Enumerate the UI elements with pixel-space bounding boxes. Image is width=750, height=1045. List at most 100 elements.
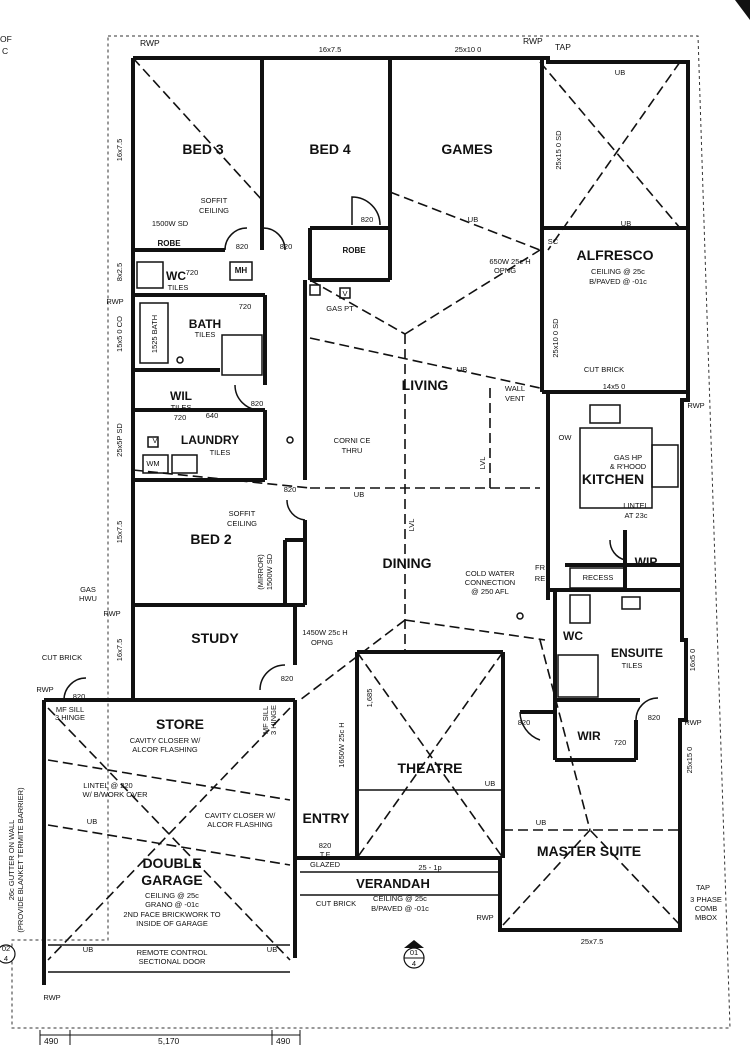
room-master-suite: MASTER SUITE [537,843,641,859]
svg-text:5,170: 5,170 [158,1036,180,1045]
svg-text:TILES: TILES [210,448,231,457]
svg-text:UB: UB [615,68,625,77]
room-games: GAMES [441,141,492,157]
svg-text:AT 23c: AT 23c [624,511,647,520]
svg-text:820: 820 [648,713,661,722]
svg-text:CORNI CE: CORNI CE [334,436,371,445]
svg-text:820: 820 [280,242,293,251]
svg-text:FR: FR [535,563,546,572]
svg-text:720: 720 [614,738,627,747]
svg-text:25x10 0: 25x10 0 [455,45,482,54]
svg-text:HWU: HWU [79,594,97,603]
svg-text:820: 820 [361,215,374,224]
svg-text:GAS PT: GAS PT [326,304,354,313]
svg-text:25x10 0 SD: 25x10 0 SD [551,318,560,358]
svg-text:V: V [152,436,157,445]
fixtures [48,261,679,973]
svg-text:CAVITY CLOSER W/: CAVITY CLOSER W/ [205,811,276,820]
svg-text:1500W SD: 1500W SD [152,219,189,228]
svg-text:LVL: LVL [478,457,487,470]
svg-text:UB: UB [468,215,478,224]
room-kitchen: KITCHEN [582,471,644,487]
bottom-dimension: 490 5,170 490 [39,1030,301,1045]
svg-text:TILES: TILES [168,283,189,292]
svg-text:RWP: RWP [684,718,701,727]
svg-text:UB: UB [267,945,277,954]
room-theatre: THEATRE [397,760,462,776]
svg-text:CUT BRICK: CUT BRICK [316,899,356,908]
svg-text:3 PHASE: 3 PHASE [690,895,722,904]
svg-text:CEILING @ 25c: CEILING @ 25c [145,891,199,900]
svg-text:SC: SC [548,237,559,246]
room-robe2: ROBE [342,246,366,255]
svg-text:820: 820 [281,674,294,683]
svg-text:RE: RE [535,574,545,583]
svg-text:OF: OF [0,34,12,44]
svg-text:OPNG: OPNG [311,638,333,647]
room-living: LIVING [402,377,449,393]
svg-text:MBOX: MBOX [695,913,717,922]
svg-text:VENT: VENT [505,394,525,403]
svg-text:RWP: RWP [523,36,543,46]
svg-text:1,685: 1,685 [365,689,374,708]
svg-text:3 HINGE: 3 HINGE [269,705,278,735]
room-wil: WIL [170,389,192,403]
svg-text:MF SILL: MF SILL [261,706,270,734]
room-bed3: BED 3 [182,141,223,157]
north-corner-mark [735,0,750,20]
svg-text:LINTEL @ 220: LINTEL @ 220 [83,781,132,790]
svg-text:RWP: RWP [103,609,120,618]
svg-text:RWP: RWP [106,297,123,306]
svg-text:UB: UB [536,818,546,827]
svg-text:25x15 0 SD: 25x15 0 SD [554,130,563,170]
svg-text:SECTIONAL DOOR: SECTIONAL DOOR [139,957,206,966]
svg-text:UB: UB [83,945,93,954]
svg-text:WALL: WALL [505,384,525,393]
svg-text:UB: UB [485,779,495,788]
section-marker-02: 02 4 [0,944,16,964]
svg-text:1500W SD: 1500W SD [265,553,274,590]
svg-text:GRANO @ -01c: GRANO @ -01c [145,900,199,909]
room-wir: WIR [577,729,601,743]
room-entry: ENTRY [303,810,351,826]
svg-text:25x7.5: 25x7.5 [581,937,604,946]
svg-text:UB: UB [621,219,631,228]
svg-text:B/PAVED @ -01c: B/PAVED @ -01c [371,904,429,913]
svg-text:4: 4 [4,954,8,963]
svg-text:MF SILL: MF SILL [56,705,84,714]
svg-text:ALCOR FLASHING: ALCOR FLASHING [132,745,198,754]
room-wc1: WC [166,269,186,283]
svg-text:(PROVIDE BLANKET TERMITE BARRI: (PROVIDE BLANKET TERMITE BARRIER) [16,787,25,933]
svg-text:GLAZED: GLAZED [310,860,341,869]
svg-text:LVL: LVL [407,519,416,532]
svg-text:4: 4 [412,959,416,968]
svg-text:CEILING @ 25c: CEILING @ 25c [591,267,645,276]
svg-text:TILES: TILES [171,403,192,412]
room-dining: DINING [383,555,432,571]
svg-text:RWP: RWP [140,38,160,48]
svg-text:1450W 25c H: 1450W 25c H [302,628,347,637]
svg-text:COMB: COMB [695,904,718,913]
svg-text:2ND FACE BRICKWORK TO: 2ND FACE BRICKWORK TO [123,910,220,919]
svg-text:16x7.5: 16x7.5 [115,639,124,662]
svg-text:720: 720 [239,302,252,311]
room-laundry: LAUNDRY [181,433,239,447]
svg-text:650W 25c H: 650W 25c H [489,257,530,266]
svg-text:COLD WATER: COLD WATER [465,569,515,578]
svg-text:16x7.5: 16x7.5 [115,139,124,162]
svg-text:820: 820 [284,485,297,494]
svg-text:V: V [342,289,347,298]
svg-text:720: 720 [186,268,199,277]
svg-text:01: 01 [410,948,418,957]
annotations: RWP RWP TAP 16x7.5 25x10 0 UB UB UB UB U… [0,34,722,1002]
room-mh: MH [235,266,248,275]
section-marker-01: 01 4 [403,940,425,969]
svg-text:& R'HOOD: & R'HOOD [610,462,647,471]
room-garage: GARAGE [141,872,202,888]
svg-text:CONNECTION: CONNECTION [465,578,515,587]
svg-text:14x5 0: 14x5 0 [603,382,626,391]
door-swings [63,196,659,741]
svg-text:820: 820 [319,841,332,850]
svg-text:640: 640 [206,411,219,420]
